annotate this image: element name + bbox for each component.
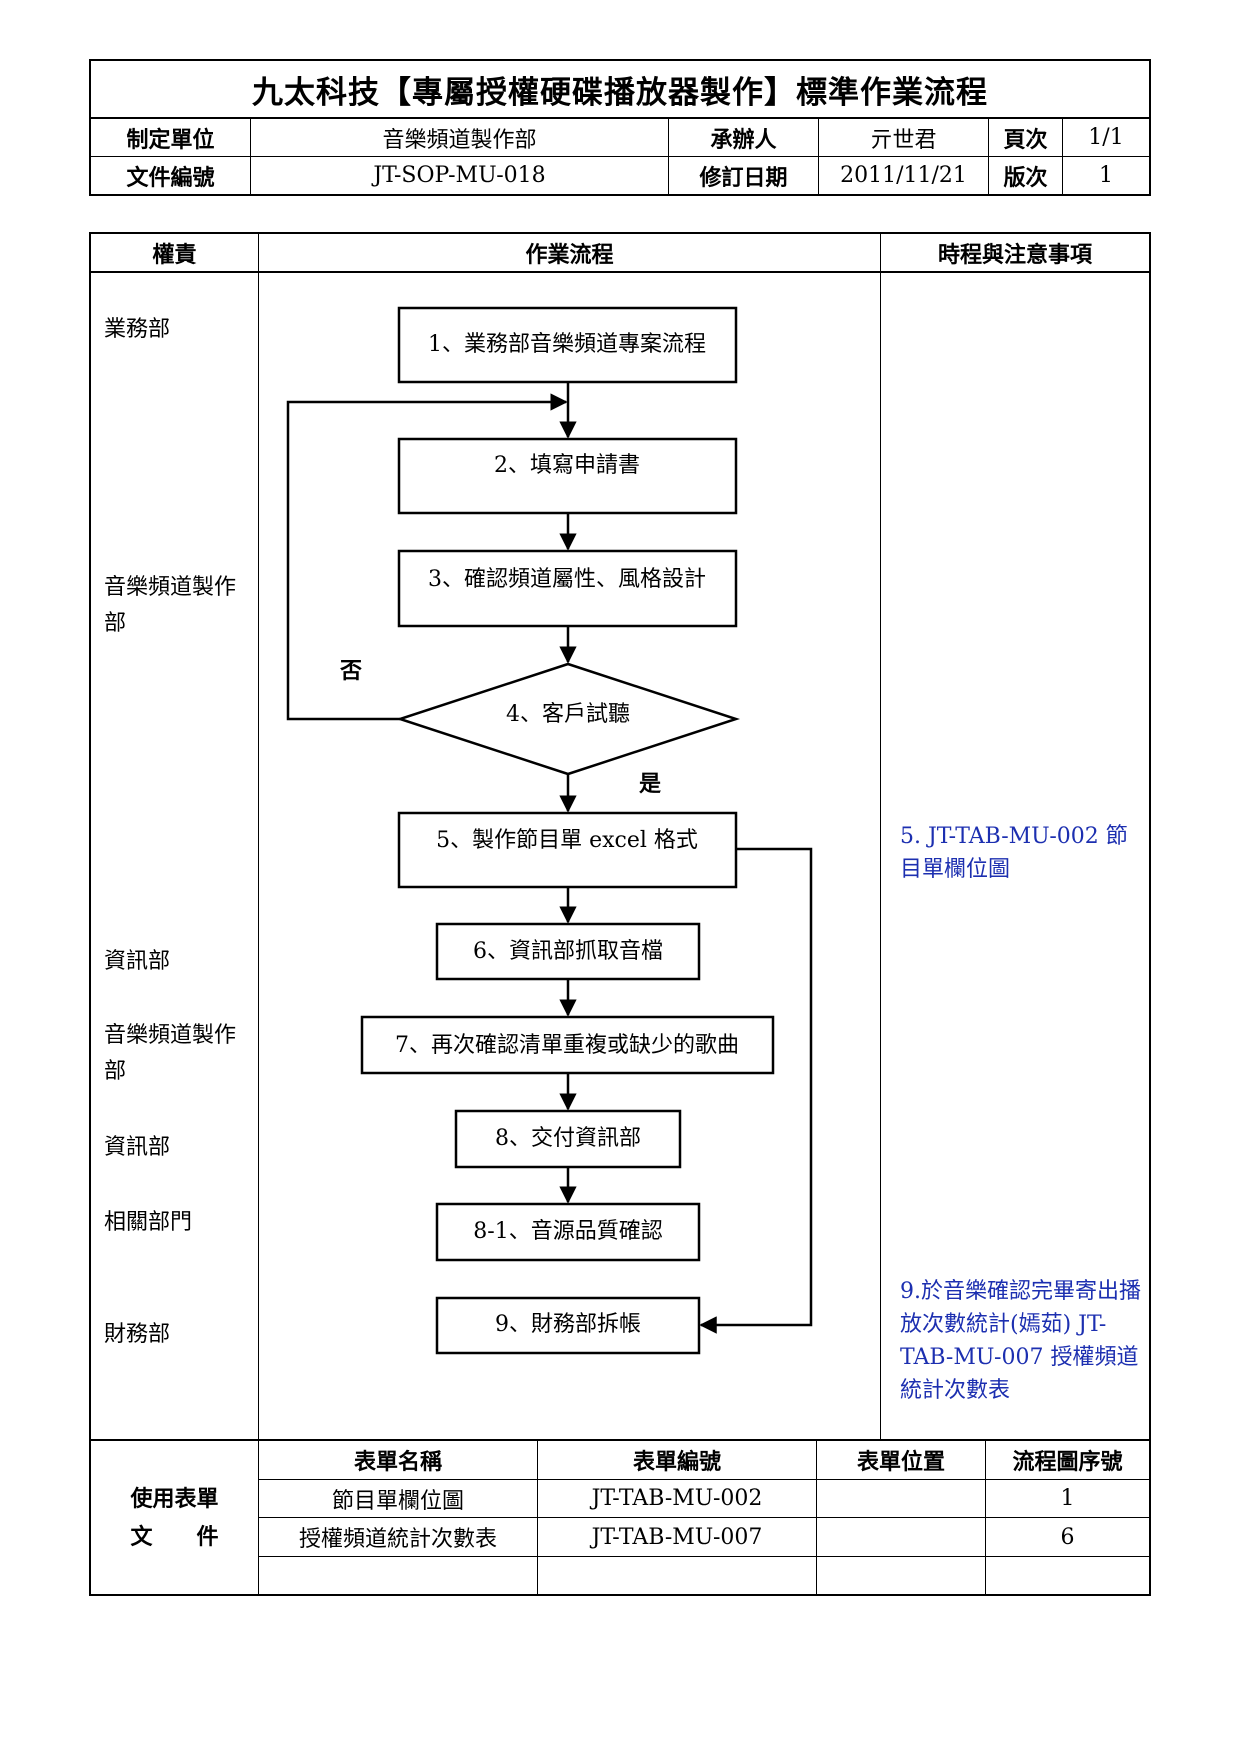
unit-value: 音樂頻道製作部 — [382, 127, 537, 153]
col-responsibility-header: 權責 — [152, 241, 197, 268]
step-1-label: 1、業務部音樂頻道專案流程 — [428, 332, 706, 357]
decision-no-label: 否 — [339, 658, 362, 684]
form-row-3-name — [259, 1557, 537, 1594]
department-music-production: 音樂頻道製作部 — [104, 575, 237, 636]
step-9-box — [435, 1296, 701, 1355]
note-step-9: 9.於音樂確認完畢寄出播放次數統計(嫣茹) JT-TAB-MU-007 授權頻道… — [900, 1279, 1141, 1403]
doc-no-label: 文件編號 — [126, 164, 215, 191]
document-title: 九太科技【專屬授權硬碟播放器製作】標準作業流程 — [252, 74, 988, 111]
page-label: 頁次 — [1003, 126, 1048, 153]
forms-col-name: 表單名稱 — [353, 1449, 442, 1475]
form-row-1-name: 節目單欄位圖 — [331, 1488, 464, 1514]
note-step-5: 5. JT-TAB-MU-002 節目單欄位圖 — [900, 824, 1128, 882]
unit-label: 制定單位 — [126, 126, 215, 153]
revision-date-label: 修訂日期 — [699, 164, 788, 191]
version-value: 1 — [1099, 163, 1113, 188]
step-5-label: 5、製作節目單 excel 格式 — [436, 828, 698, 853]
revision-date-value: 2011/11/21 — [840, 163, 967, 188]
form-row-1-location — [817, 1480, 985, 1517]
handler-value: 亓世君 — [870, 127, 937, 153]
col-process-header: 作業流程 — [525, 241, 614, 268]
forms-section-label-2: 文 件 — [130, 1524, 219, 1550]
form-row-2-name: 授權頻道統計次數表 — [298, 1527, 497, 1552]
form-row-3-flow-no — [986, 1557, 1149, 1594]
form-row-3-location — [817, 1557, 985, 1594]
step-8-label: 8、交付資訊部 — [495, 1126, 641, 1151]
department-related: 相關部門 — [104, 1210, 193, 1235]
form-row-2-flow-no: 6 — [1060, 1524, 1075, 1550]
step-6-label: 6、資訊部抓取音檔 — [473, 939, 663, 964]
department-finance: 財務部 — [104, 1322, 171, 1347]
arrow-4-no-loop — [286, 393, 568, 721]
forms-col-no: 表單編號 — [632, 1449, 721, 1475]
step-7-label: 7、再次確認清單重複或缺少的歌曲 — [395, 1033, 739, 1058]
page-value: 1/1 — [1088, 125, 1124, 150]
form-row-2-location — [817, 1518, 985, 1556]
form-row-3-no — [538, 1557, 816, 1594]
decision-yes-label: 是 — [639, 771, 661, 797]
department-it: 資訊部 — [104, 949, 171, 974]
handler-label: 承辦人 — [710, 126, 777, 153]
department-music-production-2: 音樂頻道製作部 — [104, 1023, 237, 1084]
arrow-5-to-9 — [699, 847, 813, 1334]
forms-col-flow-no: 流程圖序號 — [1012, 1449, 1123, 1475]
step-9-label: 9、財務部拆帳 — [495, 1312, 641, 1337]
form-row-1-no: JT-TAB-MU-002 — [591, 1486, 763, 1511]
doc-no-value: JT-SOP-MU-018 — [373, 163, 546, 188]
step-2-label: 2、填寫申請書 — [494, 453, 640, 478]
forms-col-location: 表單位置 — [856, 1449, 945, 1475]
step-3-label: 3、確認頻道屬性、風格設計 — [428, 567, 706, 592]
step-8-1-box — [435, 1202, 701, 1262]
step-4-label: 4、客戶試聽 — [506, 702, 630, 727]
step-8-1-label: 8-1、音源品質確認 — [473, 1219, 662, 1244]
col-notes-header: 時程與注意事項 — [937, 241, 1092, 268]
department-it-2: 資訊部 — [104, 1135, 171, 1160]
form-row-2-no: JT-TAB-MU-007 — [591, 1524, 763, 1550]
department-sales: 業務部 — [104, 317, 171, 342]
forms-section-label-1: 使用表單 — [130, 1486, 219, 1512]
form-row-1-flow-no: 1 — [1060, 1486, 1075, 1511]
version-label: 版次 — [1003, 164, 1048, 191]
